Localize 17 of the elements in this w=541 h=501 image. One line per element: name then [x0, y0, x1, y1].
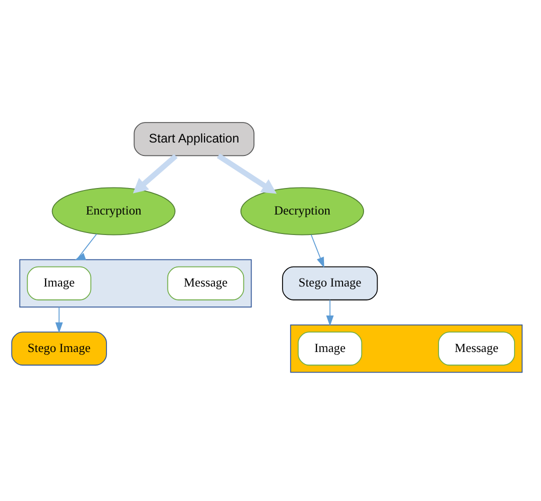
node-ellipse: Decryption — [240, 186, 364, 235]
arrow — [326, 298, 334, 326]
node-ellipse: Encryption — [52, 186, 176, 235]
cluster — [290, 324, 523, 372]
node-box: Message — [167, 266, 244, 300]
node-box: Start Application — [134, 122, 254, 156]
arrow — [74, 233, 98, 260]
node-box: Image — [298, 331, 362, 366]
node-box: Stego Image — [282, 266, 378, 300]
arrow — [310, 234, 324, 268]
node-box: Image — [26, 266, 92, 300]
arrow — [132, 153, 178, 193]
node-box: Message — [438, 331, 515, 366]
cluster — [19, 258, 252, 307]
arrow — [216, 153, 277, 194]
node-box: Stego Image — [11, 331, 107, 366]
arrow — [55, 306, 63, 333]
